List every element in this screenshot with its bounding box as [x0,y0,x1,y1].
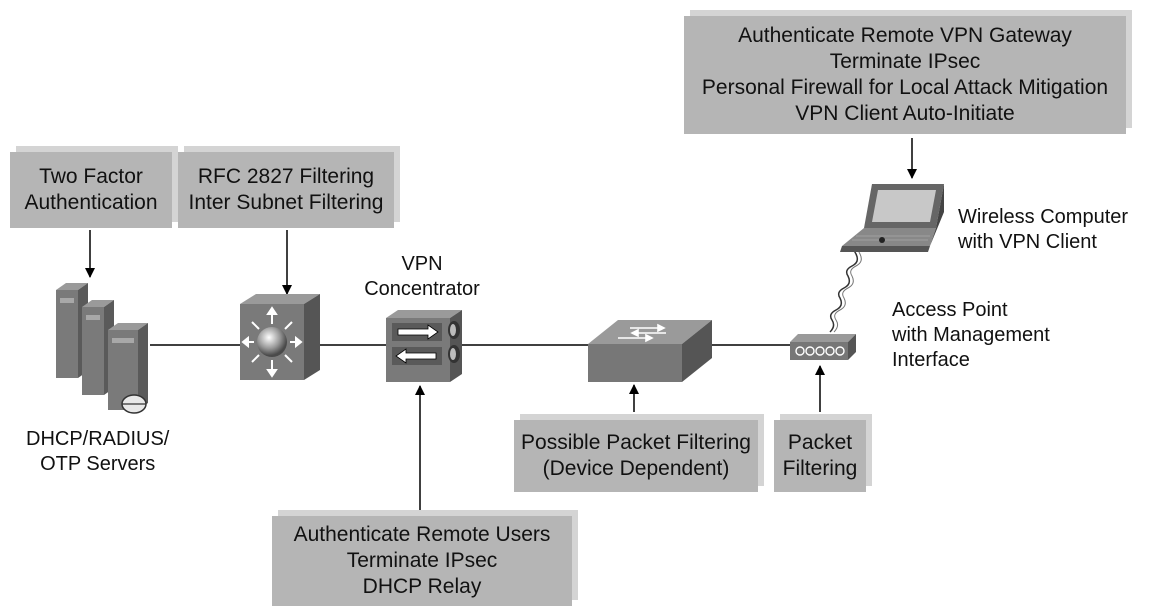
box-line: VPN Client Auto-Initiate [795,102,1015,125]
servers-icon [56,283,148,414]
label-line: OTP Servers [40,453,156,475]
router-icon [240,294,320,380]
label-line: with Management [892,324,1050,346]
concentrator-label: VPN Concentrator [356,252,488,302]
access-point-label: Access Point with Management Interface [892,298,1050,373]
possible-packet-filtering-box: Possible Packet Filtering (Device Depend… [514,420,758,492]
box-line: Authenticate Remote VPN Gateway [738,24,1072,47]
label-line: with VPN Client [958,231,1097,253]
label-line: Access Point [892,299,1008,321]
box-line: Terminate IPsec [829,50,981,73]
box-line: Authentication [24,191,158,214]
vpn-concentrator-icon [386,310,462,382]
box-line: Authenticate Remote Users [293,523,551,546]
wireless-computer-label: Wireless Computer with VPN Client [958,205,1128,255]
two-factor-auth-box: Two Factor Authentication [10,152,172,228]
box-line: RFC 2827 Filtering [197,165,375,188]
box-line: Terminate IPsec [346,549,498,572]
box-line: Packet [787,431,853,454]
box-line: Two Factor [39,165,143,188]
label-line: Concentrator [364,278,480,300]
access-point-icon [790,334,856,360]
switch-icon [588,320,712,382]
vpn-gateway-box: Authenticate Remote VPN Gateway Terminat… [684,16,1126,134]
rfc-filtering-box: RFC 2827 Filtering Inter Subnet Filterin… [178,152,394,228]
box-line: Possible Packet Filtering [521,431,751,454]
box-line: Filtering [782,457,858,480]
box-line: (Device Dependent) [542,457,730,480]
servers-label: DHCP/RADIUS/ OTP Servers [26,427,169,477]
label-line: Wireless Computer [958,206,1129,228]
laptop-icon [840,184,944,252]
box-line: DHCP Relay [362,575,482,598]
label-line: Interface [892,349,970,371]
label-line: DHCP/RADIUS/ [26,428,170,450]
packet-filtering-box: Packet Filtering [774,420,866,492]
box-line: Personal Firewall for Local Attack Mitig… [701,76,1109,99]
box-line: Inter Subnet Filtering [188,191,384,214]
remote-users-box: Authenticate Remote Users Terminate IPse… [272,516,572,606]
label-line: VPN [401,253,443,275]
